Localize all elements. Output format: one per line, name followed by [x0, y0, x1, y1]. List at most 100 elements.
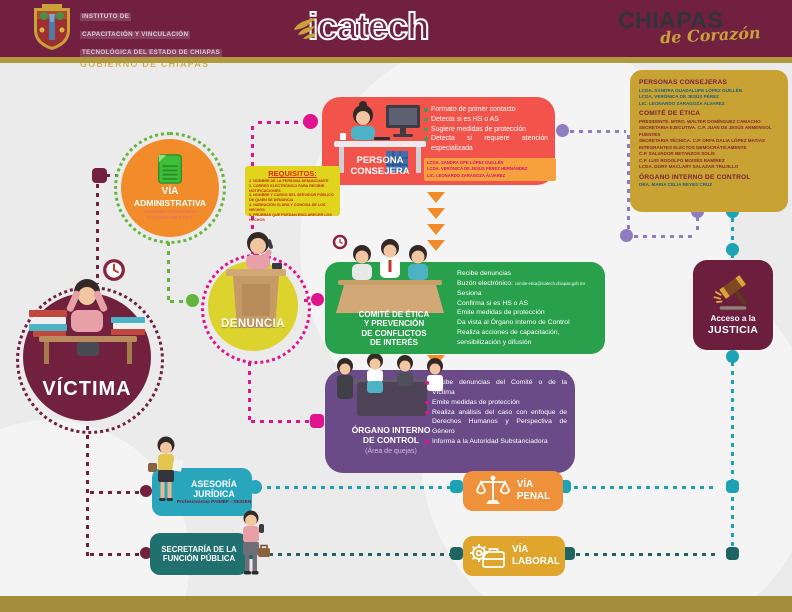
requisito-item: 3. NOMBRE Y CARGO DEL SERVIDOR PÚBLICO D… — [249, 193, 334, 203]
wing-icon — [294, 18, 316, 39]
connector-segment — [96, 184, 99, 284]
connector-node — [310, 414, 324, 428]
connector-node — [726, 547, 739, 560]
comite-label-line: DE CONFLICTOS — [361, 328, 427, 338]
organo-duty: Recibe denuncias del Comité o de la Víct… — [425, 378, 567, 398]
organo-sub: (Área de quejas) — [365, 448, 417, 456]
comite-label-line: DE INTERÉS — [369, 338, 418, 348]
connector-segment — [696, 217, 699, 235]
comite-label-line: COMITÉ DE ÉTICA — [358, 310, 430, 319]
connector-node — [140, 547, 152, 559]
counselor-name: LCDA. VERÓNICA DE JESÚS PÉREZ HERNÁNDEZ — [427, 166, 528, 172]
document-icon — [158, 154, 182, 185]
justicia-card: Acceso a la JUSTICIA — [693, 260, 773, 350]
comite-duty: Confirma si es HS o AS — [457, 299, 529, 307]
directory-card: PERSONAS CONSEJERAS LCDA. SANDRA GUADALU… — [630, 70, 788, 212]
comite-label-line: Y PREVENCIÓN — [363, 319, 425, 329]
connector-node — [450, 547, 463, 560]
asesoria-line1: ASESORÍA — [191, 478, 237, 489]
denuncia-illustration — [226, 232, 286, 328]
connector-node — [620, 229, 633, 242]
comite-duty: Realiza acciones de capacitación, sensib… — [457, 329, 560, 346]
directory-name: SECRETARIA EJECUTIVA. C.P. JUAN DE JESÚS… — [639, 125, 772, 137]
organo-duties: Recibe denuncias del Comité o de la Víct… — [425, 378, 567, 447]
duty-item: Sugiere medidas de protección — [424, 125, 548, 135]
organo-card: ÓRGANO INTERNO DE CONTROL (Área de queja… — [325, 354, 575, 473]
requisitos-list: 1. NOMBRE DE LA PERSONA DENUNCIANTE 2. C… — [249, 179, 336, 222]
secretaria-card: SECRETARÍA DE LA FUNCIÓN PÚBLICA — [150, 533, 248, 575]
flow-chevron-icon — [427, 224, 445, 235]
directory-name: DRA. MARIA CELIA REYES CRUZ — [639, 182, 713, 188]
duty-item: Detecta si es HS o AS — [424, 115, 548, 125]
organo-label-line1: ÓRGANO INTERNO — [351, 425, 431, 435]
connector-node — [303, 114, 318, 129]
requisitos-card: REQUISITOS: 1. NOMBRE DE LA PERSONA DENU… — [245, 166, 340, 222]
via-penal-line2: PENAL — [516, 491, 551, 502]
organo-label-line2: DE CONTROL — [362, 435, 420, 446]
counselor-desk-illustration — [334, 101, 426, 173]
clock-icon — [103, 259, 125, 281]
persona-consejera-label-line2: CONSEJERA — [350, 166, 410, 178]
requisito-item: 2. CORREO ELECTRÓNICO PARA RECIBIR NOTIF… — [249, 183, 325, 193]
asesoria-line2: JURÍDICA — [193, 489, 235, 499]
comite-email: comite-etica@icatech.chiapas.gob.mx — [514, 280, 586, 286]
comite-illustration — [332, 234, 444, 313]
comite-duty: Emite medidas de protección — [457, 309, 545, 317]
counselor-name: LIC. LEONARDO ZARAGOZA ÁLVAREZ — [427, 172, 506, 178]
organo-illustration — [337, 354, 443, 416]
via-administrativa-sub2: Y COMITÉ DE ÉTICA — [147, 215, 193, 221]
directory-name: INTEGRANTES ELECTOS DEMOCRÁTICAMENTE — [639, 144, 747, 150]
connector-segment — [90, 491, 142, 494]
duty-item: Detecta si requiere atención especializa… — [424, 134, 548, 154]
via-laboral-line1: VÍA — [512, 544, 529, 556]
connector-segment — [86, 426, 89, 556]
via-penal-line1: VÍA — [516, 479, 534, 491]
organo-duty: Informa a la Autoridad Substanciadora — [425, 437, 567, 447]
coat-of-arms-icon — [34, 4, 70, 50]
header-bar: INSTITUTO DE CAPACITACIÓN Y VINCULACIÓN … — [0, 0, 792, 69]
connector-segment — [570, 130, 626, 133]
connector-segment — [634, 235, 694, 238]
directory-name: SECRETARIA TÉCNICA. C.P. ORFA DALIA LÓPE… — [639, 138, 766, 144]
logo-wordmark: icatech — [307, 5, 431, 48]
comite-duty: Da vista al Órgano Interno de Control — [457, 319, 570, 327]
connector-segment — [576, 553, 718, 556]
connector-segment — [258, 121, 306, 124]
directory-name: LIC. LEONARDO ZARAGOZA ÁLVAREZ — [639, 100, 725, 106]
via-administrativa-node: VÍA ADMINISTRATIVA PERSONA CONSEJERA Y C… — [121, 139, 219, 237]
flow-chevron-icon — [427, 240, 445, 251]
directory-name: PRESIDENTE. MTRO. WALTER DOMÍNGUEZ CAMAC… — [639, 118, 761, 124]
organo-duty: Emite medidas de protección — [425, 398, 567, 408]
connector-node — [556, 124, 569, 137]
persona-consejera-duties: Formato de primer contacto Detecta si es… — [424, 105, 548, 154]
comite-duty: Recibe denuncias — [457, 270, 512, 277]
comite-duties: Recibe denuncias Buzón electrónico: comi… — [457, 269, 599, 348]
government-label: GOBIERNO DE CHIAPAS — [80, 59, 210, 69]
header-gold-strip — [0, 57, 792, 63]
connector-node — [726, 243, 739, 256]
secretaria-line1: SECRETARÍA DE LA — [161, 544, 237, 554]
organo-label: ÓRGANO INTERNO DE CONTROL (Área de queja… — [331, 425, 451, 456]
comite-label: COMITÉ DE ÉTICA Y PREVENCIÓN DE CONFLICT… — [331, 310, 457, 348]
via-laboral-line2: LABORAL — [512, 556, 560, 567]
asesoria-person-illustration — [148, 436, 183, 501]
via-administrativa-line2: ADMINISTRATIVA — [133, 198, 207, 209]
directory-name: LCDA. VERÓNICA DE JESÚS PÉREZ — [639, 94, 719, 100]
persona-consejera-label-line1: PERSONA — [356, 155, 404, 166]
via-administrativa-sub1: PERSONA CONSEJERA — [143, 209, 197, 215]
comite-duty: Buzón electrónico: comite-etica@icatech.… — [457, 279, 586, 287]
directory-heading-personas: PERSONAS CONSEJERAS — [639, 79, 728, 86]
organo-duty: Realiza análisis del caso con enfoque de… — [425, 408, 567, 438]
connector-segment — [106, 174, 118, 177]
victima-illustration — [29, 279, 145, 364]
connector-segment — [170, 300, 192, 303]
gear-briefcase-icon — [470, 544, 505, 568]
requisito-item: 4. NARRACIÓN CLARA Y CONCISA DE LOS HECH… — [249, 203, 326, 212]
directory-name: LCDA. SANDRA GUADALUPE LÓPEZ GUILLÉN — [639, 87, 743, 93]
requisito-item: 1. NOMBRE DE LA PERSONA DENUNCIANTE — [249, 179, 329, 183]
connector-segment — [260, 553, 450, 556]
asesoria-sub: Profesionistas PAIMEF - SEIGEN — [176, 500, 252, 506]
flow-chevron-icon — [427, 192, 445, 203]
directory-name: C.P. SALVADOR BETANZOS SOLÍS — [639, 151, 715, 157]
persona-consejera-names: LCDA. SANDRA GPE LÓPEZ GUILLÉN LCDA. VER… — [424, 158, 556, 181]
